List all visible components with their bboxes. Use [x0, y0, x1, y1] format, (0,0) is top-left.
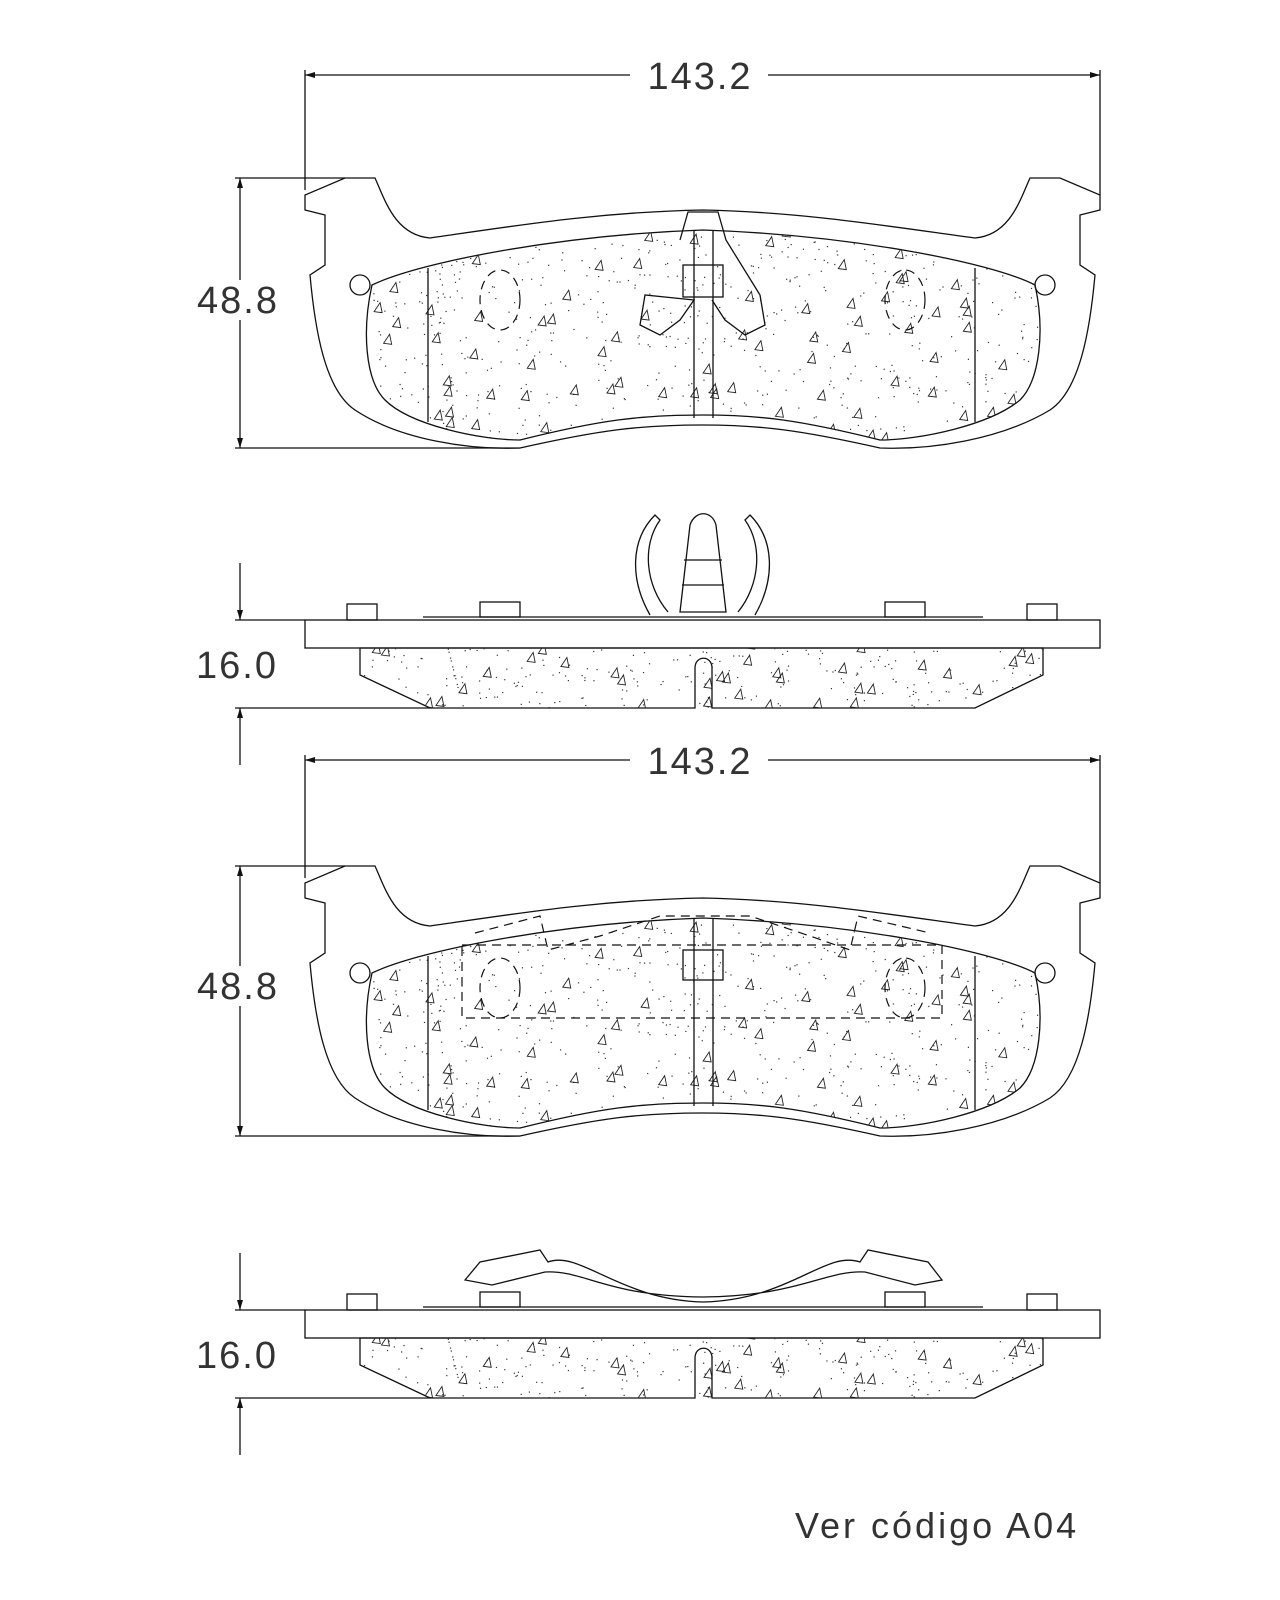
dimension-width-1: 143.2 — [304, 56, 1101, 195]
top-view-1 — [305, 178, 1100, 448]
wire-spring — [463, 1249, 944, 1303]
width-label: 143.2 — [647, 741, 752, 783]
height-label: 48.8 — [197, 966, 279, 1008]
spring-clip — [634, 514, 771, 616]
dimension-width-2: 143.2 — [304, 741, 1101, 883]
side-view-1 — [305, 513, 1100, 711]
top-view-2 — [305, 866, 1100, 1136]
dimension-height-1: 48.8 — [190, 177, 520, 449]
height-label: 48.8 — [197, 280, 279, 322]
center-clip-top — [639, 211, 766, 336]
side-view-2 — [305, 1292, 1100, 1401]
dimension-height-2: 48.8 — [190, 865, 520, 1137]
dimension-thickness-1: 16.0 — [196, 563, 430, 765]
thickness-label: 16.0 — [196, 645, 278, 687]
dimension-thickness-2: 16.0 — [196, 1253, 430, 1455]
thickness-label: 16.0 — [196, 1335, 278, 1377]
width-label: 143.2 — [647, 56, 752, 98]
reference-note: Ver código A04 — [795, 1505, 1079, 1546]
